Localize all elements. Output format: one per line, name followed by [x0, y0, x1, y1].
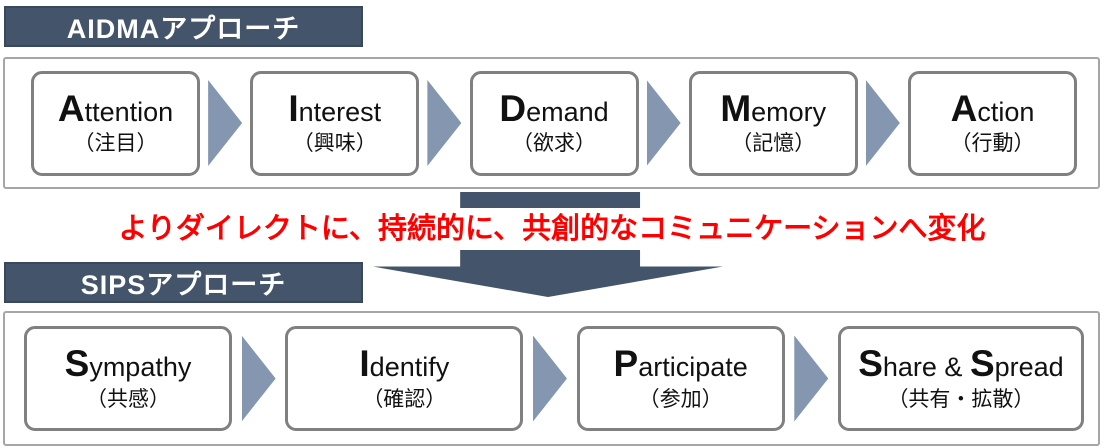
right-arrow-icon — [532, 335, 567, 422]
step-label-jp: （興味） — [292, 132, 377, 156]
step-initial: A — [57, 87, 85, 129]
step-rest: emand — [526, 96, 609, 127]
step-box-demand: Demand （欲求） — [469, 70, 639, 176]
right-arrow-icon — [646, 80, 681, 166]
step-rest: articipate — [638, 352, 748, 383]
step-box-identify: Identify （確認） — [285, 326, 524, 431]
step-initial: S — [858, 343, 883, 385]
step-label-jp: （記憶） — [731, 132, 816, 156]
step-label-en: Memory — [720, 87, 827, 130]
step-rest: ttention — [84, 96, 174, 127]
step-label-jp: （共感） — [86, 387, 170, 411]
step-initial: M — [720, 87, 752, 129]
transition-caption-text: よりダイレクトに、持続的に、共創的なコミュニケーションへ変化 — [112, 208, 992, 251]
right-arrow-icon — [241, 335, 276, 422]
step-box-sympathy: Sympathy （共感） — [24, 326, 232, 431]
step-initial: A — [950, 87, 978, 129]
step-rest: ympathy — [89, 352, 192, 383]
step-initial: D — [499, 87, 527, 129]
step-label-jp: （参加） — [638, 387, 723, 411]
step-label-jp: （欲求） — [512, 132, 596, 156]
step-initial: S — [64, 343, 90, 385]
step-label-en: Identify — [359, 343, 450, 385]
step-rest: nterest — [298, 96, 382, 127]
step-label-en: Sympathy — [64, 343, 192, 385]
step-rest: ction — [977, 96, 1035, 127]
step-label-en: Interest — [288, 87, 382, 130]
step-initial: I — [288, 87, 299, 129]
step-label-en: Demand — [499, 87, 609, 130]
step-box-attention: Attention （注目） — [31, 70, 200, 176]
step-label-jp: （確認） — [362, 387, 447, 411]
step-rest: hare — [882, 352, 937, 383]
right-arrow-icon — [794, 335, 829, 422]
step-rest: dentify — [369, 352, 450, 383]
aidma-section-header: AIDMAアプローチ — [4, 6, 363, 47]
step-label-jp: （行動） — [950, 132, 1035, 156]
step-box-participate: Participate （参加） — [576, 326, 785, 431]
step-label-en: Share & Spread — [858, 343, 1064, 385]
aidma-section-title: AIDMAアプローチ — [66, 14, 301, 44]
transition-caption: よりダイレクトに、持続的に、共創的なコミュニケーションへ変化 — [0, 208, 1104, 251]
step-box-action: Action （行動） — [908, 70, 1077, 176]
step-rest: pread — [994, 352, 1064, 383]
right-arrow-icon — [427, 80, 462, 166]
step-box-memory: Memory （記憶） — [688, 70, 858, 176]
step-label-en: Attention — [57, 87, 174, 130]
step-label-jp: （共有・拡散） — [887, 387, 1035, 411]
step-box-share-spread: Share & Spread （共有・拡散） — [837, 326, 1084, 431]
step-label-en: Action — [950, 87, 1035, 130]
right-arrow-icon — [865, 80, 900, 166]
aidma-steps-row: Attention （注目） Interest （興味） Demand （欲求）… — [3, 57, 1100, 189]
step-initial: S — [969, 343, 995, 385]
sips-section-header: SIPSアプローチ — [4, 262, 363, 303]
right-arrow-icon — [208, 80, 243, 166]
step-initial: I — [359, 343, 370, 385]
sips-section-title: SIPSアプローチ — [80, 270, 287, 300]
step-label-jp: （注目） — [73, 132, 158, 156]
step-label-en: Participate — [613, 343, 748, 385]
step-initial: P — [613, 343, 639, 385]
step-box-interest: Interest （興味） — [250, 70, 420, 176]
step-rest: emory — [751, 96, 827, 127]
step-separator: & — [936, 352, 970, 383]
sips-steps-row: Sympathy （共感） Identify （確認） Participate … — [3, 311, 1100, 446]
